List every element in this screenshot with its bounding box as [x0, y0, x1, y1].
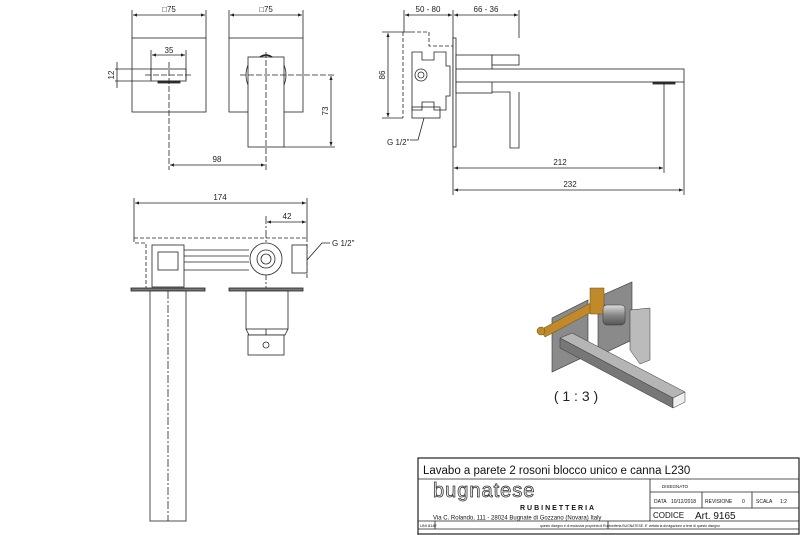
dim-top-offset: 42 — [283, 212, 292, 221]
top-view — [130, 198, 330, 522]
ownership-notice: questo disegno è di esclusiva proprietà … — [540, 524, 720, 528]
codice-value: Art. 9165 — [695, 511, 736, 522]
dim-handle-height: 73 — [321, 106, 330, 115]
isometric-view — [536, 281, 686, 409]
revisione-value: 0 — [742, 499, 745, 505]
data-value: 10/12/2018 — [671, 499, 696, 505]
company-address: Via C. Rolando, 111 - 28024 Bugnate di G… — [433, 516, 601, 522]
company-logo-sub: RUBINETTERIA — [520, 505, 596, 512]
scala-label: SCALA — [756, 499, 773, 505]
dim-box-height: 86 — [378, 70, 387, 79]
disegnato-label: DISEGNATO — [662, 484, 689, 489]
dim-connection-top: G 1/2" — [332, 239, 355, 248]
dim-slot-height: 12 — [107, 70, 116, 79]
drawing-title: Lavabo a parete 2 rosoni blocco unico e … — [423, 465, 690, 477]
front-view-right — [228, 10, 335, 170]
company-logo: bugnatese — [433, 480, 535, 502]
title-block — [417, 457, 800, 535]
data-label: DATA — [654, 499, 667, 505]
dim-wall-depth: 50 - 80 — [416, 5, 441, 14]
side-view — [382, 10, 685, 195]
dim-projection: 66 - 36 — [474, 5, 499, 14]
scale-label: ( 1 : 3 ) — [554, 388, 598, 404]
dim-axis-distance: 98 — [213, 155, 222, 164]
dim-connection-side: G 1/2" — [387, 138, 410, 147]
dim-spout-length: 232 — [563, 180, 577, 189]
dim-front-left-width: □75 — [162, 5, 176, 14]
dim-slot-width: 35 — [165, 46, 174, 55]
revisione-label: REVISIONE — [705, 499, 733, 505]
dim-spout-outlet: 212 — [553, 158, 567, 167]
codice-label: CODICE — [653, 511, 684, 520]
front-view-left — [115, 10, 265, 170]
norm-label: UNI 8187 — [420, 523, 438, 528]
scala-value: 1:2 — [780, 499, 787, 505]
dim-top-width: 174 — [213, 193, 227, 202]
dim-front-right-width: □75 — [259, 5, 273, 14]
